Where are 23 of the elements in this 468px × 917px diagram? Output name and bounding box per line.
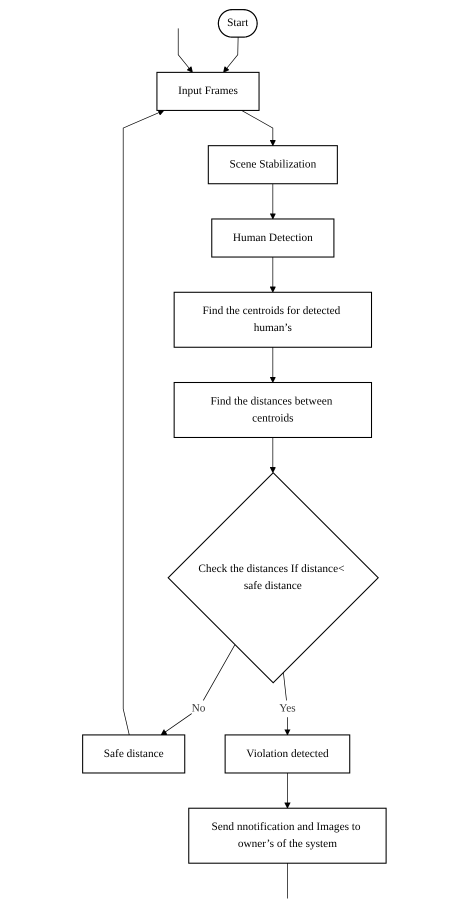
node-box: Input Frames — [156, 71, 260, 110]
edge-label: No — [191, 702, 206, 714]
node-box: Safe distance — [82, 734, 185, 774]
arrow — [122, 109, 164, 735]
arrow — [284, 772, 290, 808]
node-box: Find the distances between centroids — [173, 381, 372, 438]
node-box: Human Detection — [210, 218, 334, 258]
arrow — [269, 256, 276, 292]
node-box: Scene Stabilization — [207, 144, 338, 184]
arrow — [282, 671, 290, 735]
arrow — [222, 36, 238, 72]
arrow — [178, 27, 192, 72]
arrow — [269, 346, 276, 382]
node-box: Find the centroids for detected human’s — [173, 291, 372, 348]
edge-label: Yes — [278, 702, 296, 714]
node-diamond: Check the distances If distance< safe distance — [167, 471, 379, 684]
arrow — [160, 644, 235, 735]
arrow — [269, 182, 276, 219]
arrow — [240, 110, 276, 146]
node-box: Violation detected — [224, 734, 350, 774]
node-box: Send nnotification and Images to owner’s of the system — [188, 807, 386, 864]
arrow — [269, 436, 276, 473]
connector — [286, 862, 288, 898]
